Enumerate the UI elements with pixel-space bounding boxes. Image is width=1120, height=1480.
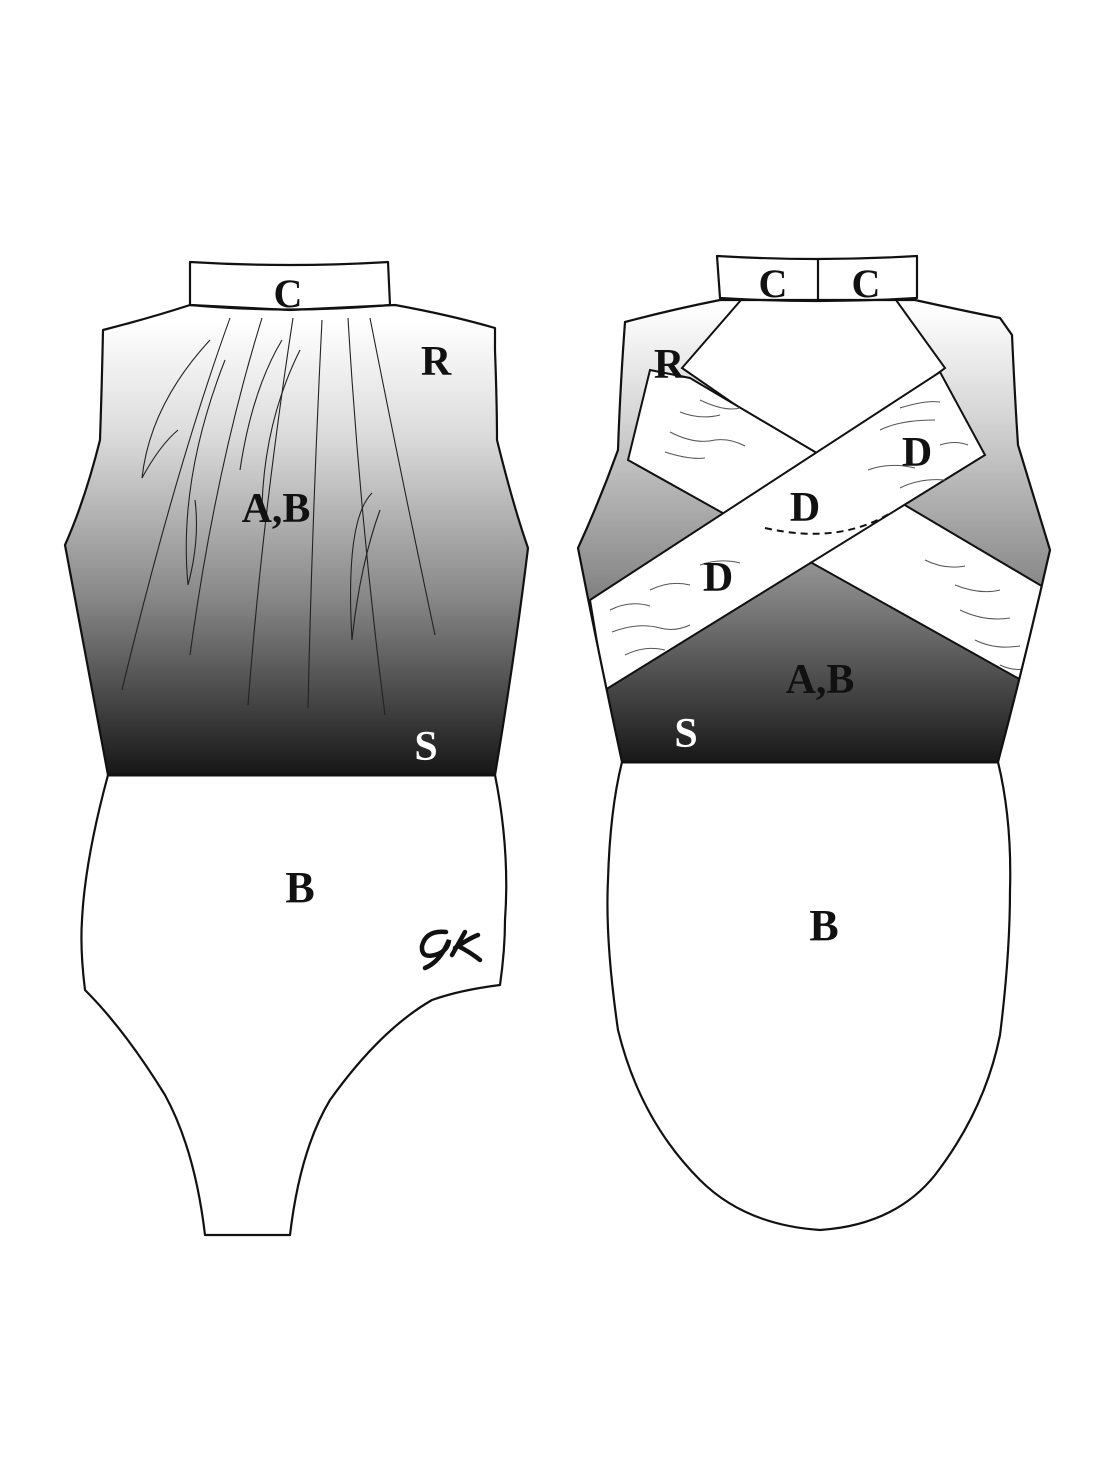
back-collar-left-label: C (759, 261, 788, 306)
back-lower-label: B (809, 901, 838, 950)
front-lower-body (80, 773, 508, 1237)
front-collar (188, 260, 392, 311)
front-lower-label: B (285, 863, 314, 912)
front-bodice (65, 305, 528, 775)
front-collar-label: C (274, 271, 303, 316)
front-view: C R A,B S B (63, 260, 530, 1237)
back-bodice-outline (576, 298, 1052, 764)
front-bodice-label: A,B (242, 486, 311, 532)
back-bodice-label: A,B (786, 657, 855, 703)
back-strap-lower-label: D (703, 555, 733, 601)
back-view: C C R D D D A,B S B (576, 254, 1052, 1232)
back-strap-center-label: D (790, 485, 820, 531)
back-straps (588, 368, 1047, 692)
back-seam-label: S (674, 711, 697, 757)
back-collar (715, 254, 919, 303)
front-drape-lines (121, 317, 436, 716)
gk-logo (419, 929, 483, 971)
back-lower-body (606, 760, 1012, 1232)
front-shoulder-label: R (421, 339, 452, 385)
front-bodice-outline (63, 303, 530, 777)
back-shoulder-label: R (654, 342, 685, 388)
strap-cross-dashed (764, 511, 893, 535)
front-seam-label: S (414, 724, 437, 770)
back-strap-upper-label: D (902, 430, 932, 476)
back-collar-right-label: C (852, 261, 881, 306)
